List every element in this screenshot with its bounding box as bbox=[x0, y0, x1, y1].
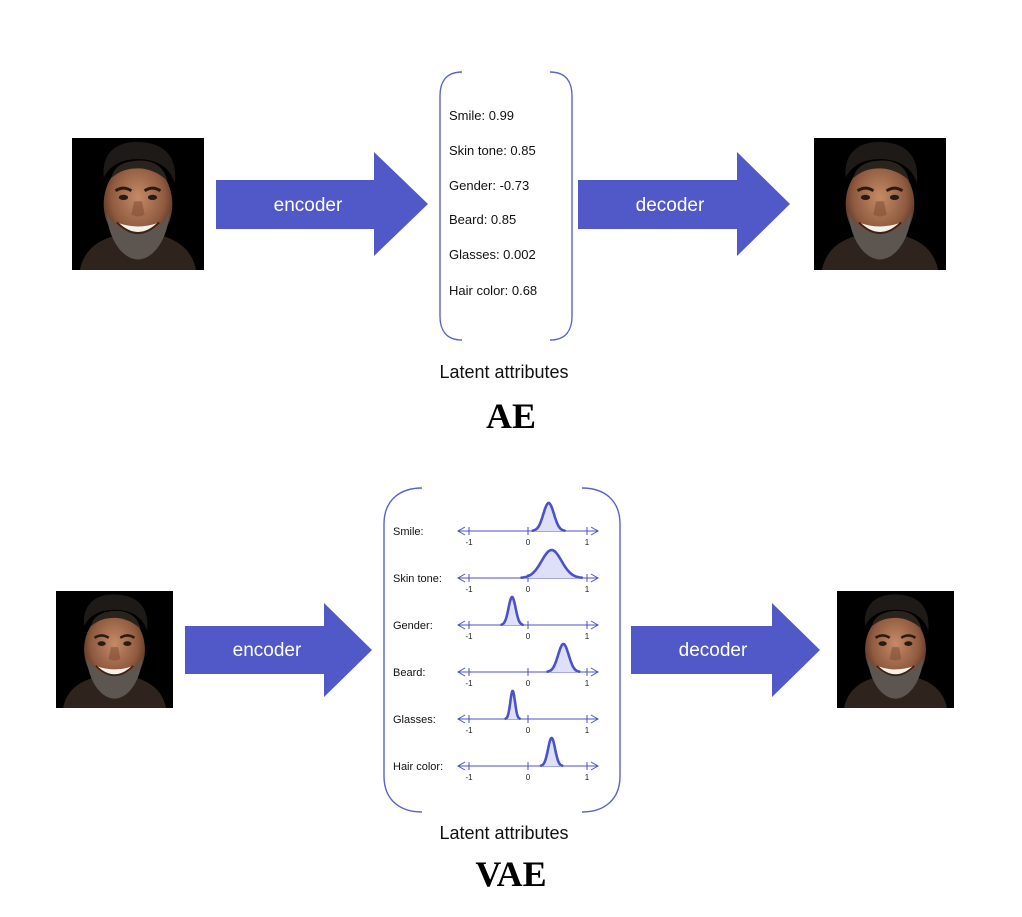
vae-distribution-curve bbox=[546, 642, 581, 673]
ae-encoder-label: encoder bbox=[274, 195, 343, 216]
vae-latent-bracket bbox=[383, 487, 621, 813]
ae-attr-smile: Smile: 0.99 bbox=[449, 108, 514, 123]
vae-axis-arrow-left bbox=[456, 667, 466, 677]
ae-attr-gender: Gender: -0.73 bbox=[449, 178, 529, 193]
vae-tick-label: 1 bbox=[585, 679, 590, 688]
vae-attr-label-gender: Gender: bbox=[393, 620, 433, 632]
ae-output-face-image bbox=[812, 136, 948, 272]
vae-input-face-image bbox=[54, 589, 175, 710]
ae-section: encoder Smile: 0.99 Skin tone: 0.85 Gend… bbox=[70, 71, 948, 436]
vae-attr-row-hair-color: Hair color: -1 0 1 bbox=[393, 736, 600, 782]
ae-latent-caption: Latent attributes bbox=[439, 362, 568, 382]
vae-latent-caption: Latent attributes bbox=[439, 823, 568, 843]
vae-decoder-arrow: decoder bbox=[631, 603, 820, 697]
vae-tick-label: 1 bbox=[585, 726, 590, 735]
vae-axis-arrow-left bbox=[456, 620, 466, 630]
vae-right-bracket bbox=[581, 487, 621, 813]
vae-axis-arrow-right bbox=[590, 761, 600, 771]
ae-input-face-image bbox=[70, 136, 206, 272]
vae-distribution-curve bbox=[539, 736, 564, 767]
vae-attr-row-smile: Smile: -1 0 1 bbox=[393, 501, 600, 547]
ae-attr-glasses: Glasses: 0.002 bbox=[449, 247, 536, 262]
ae-decoder-label: decoder bbox=[636, 195, 705, 216]
vae-axis-arrow-left bbox=[456, 761, 466, 771]
ae-left-bracket bbox=[439, 71, 463, 341]
ae-encoder-arrow-shape bbox=[216, 152, 428, 256]
vae-tick-label: 0 bbox=[526, 679, 531, 688]
ae-decoder-arrow: decoder bbox=[578, 152, 790, 256]
vae-tick-label: 0 bbox=[526, 726, 531, 735]
vae-tick-label: 1 bbox=[585, 632, 590, 641]
vae-decoder-arrow-shape bbox=[631, 603, 820, 697]
vae-tick-label: -1 bbox=[465, 632, 473, 641]
vae-axis-arrow-left bbox=[456, 714, 466, 724]
vae-tick-label: 1 bbox=[585, 773, 590, 782]
vae-attr-label-glasses: Glasses: bbox=[393, 714, 436, 726]
vae-distribution-curve bbox=[520, 548, 583, 579]
vae-encoder-arrow: encoder bbox=[185, 603, 372, 697]
vae-axis-arrow-right bbox=[590, 620, 600, 630]
ae-attr-hair-color: Hair color: 0.68 bbox=[449, 283, 537, 298]
vae-tick-label: 0 bbox=[526, 632, 531, 641]
vae-tick-label: -1 bbox=[465, 773, 473, 782]
ae-attribute-list: Smile: 0.99 Skin tone: 0.85 Gender: -0.7… bbox=[449, 108, 537, 298]
ae-attr-skin-tone: Skin tone: 0.85 bbox=[449, 143, 536, 158]
vae-tick-label: -1 bbox=[465, 585, 473, 594]
ae-attr-beard: Beard: 0.85 bbox=[449, 212, 516, 227]
ae-decoder-arrow-shape bbox=[578, 152, 790, 256]
vae-attr-row-glasses: Glasses: -1 0 1 bbox=[393, 689, 600, 735]
vae-axis-arrow-right bbox=[590, 526, 600, 536]
vae-attr-row-beard: Beard: -1 0 1 bbox=[393, 642, 600, 688]
vae-attr-label-hair-color: Hair color: bbox=[393, 761, 443, 773]
vae-tick-label: -1 bbox=[465, 679, 473, 688]
vae-tick-label: 0 bbox=[526, 585, 531, 594]
vae-axis-arrow-right bbox=[590, 714, 600, 724]
vae-output-face-image bbox=[835, 589, 956, 710]
vae-attr-label-beard: Beard: bbox=[393, 667, 425, 679]
vae-encoder-label: encoder bbox=[233, 640, 302, 661]
ae-title: AE bbox=[486, 396, 536, 436]
vae-tick-label: -1 bbox=[465, 538, 473, 547]
vae-axis-arrow-right bbox=[590, 667, 600, 677]
vae-title: VAE bbox=[475, 854, 546, 894]
ae-right-bracket bbox=[549, 71, 573, 341]
ae-encoder-arrow: encoder bbox=[216, 152, 428, 256]
vae-tick-label: 1 bbox=[585, 538, 590, 547]
vae-encoder-arrow-shape bbox=[185, 603, 372, 697]
vae-tick-label: 1 bbox=[585, 585, 590, 594]
vae-attr-row-gender: Gender: -1 0 1 bbox=[393, 595, 600, 641]
vae-distribution-curve bbox=[500, 595, 524, 626]
vae-tick-label: 0 bbox=[526, 538, 531, 547]
vae-distribution-curve bbox=[504, 689, 521, 720]
vae-tick-label: -1 bbox=[465, 726, 473, 735]
vae-left-bracket bbox=[383, 487, 423, 813]
vae-attr-label-smile: Smile: bbox=[393, 526, 424, 538]
vae-tick-label: 0 bbox=[526, 773, 531, 782]
vae-distribution-curve bbox=[531, 501, 566, 532]
vae-attr-row-skin-tone: Skin tone: -1 0 1 bbox=[393, 548, 600, 594]
vae-axis-arrow-right bbox=[590, 573, 600, 583]
vae-attr-label-skin-tone: Skin tone: bbox=[393, 573, 442, 585]
ae-latent-bracket bbox=[439, 71, 573, 341]
vae-axis-arrow-left bbox=[456, 573, 466, 583]
vae-decoder-label: decoder bbox=[679, 640, 748, 661]
vae-axis-arrow-left bbox=[456, 526, 466, 536]
